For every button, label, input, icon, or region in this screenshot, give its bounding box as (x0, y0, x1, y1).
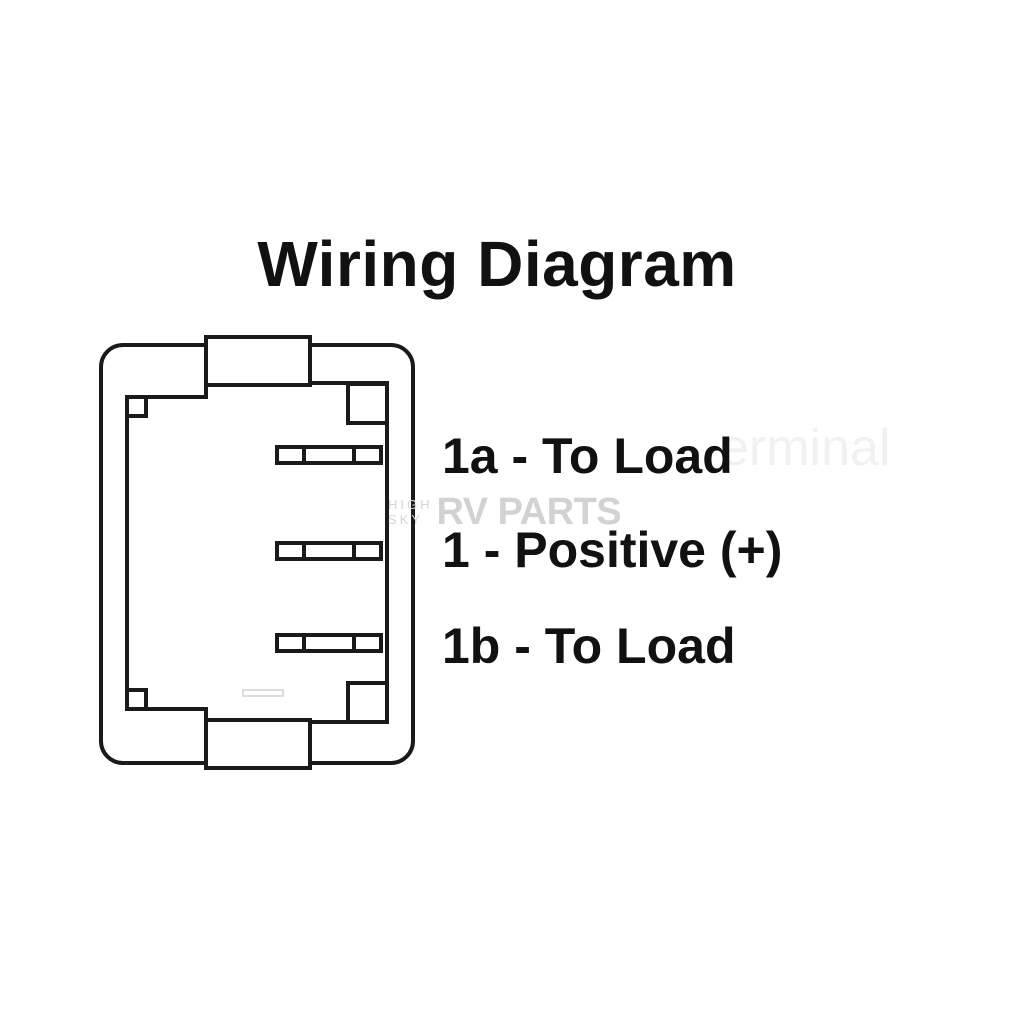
page-title: Wiring Diagram (257, 228, 737, 300)
terminal-label-1: 1 - Positive (+) (442, 522, 783, 578)
watermark-brand: RV PARTS (436, 491, 622, 533)
watermark-logo: HIGH SKY RV PARTS (388, 491, 622, 533)
corner-square-bottom-left (125, 688, 148, 711)
terminal-blade-1a (275, 445, 383, 465)
corner-square-bottom-right (346, 681, 389, 724)
top-tab (204, 335, 312, 387)
watermark-line2: SKY (388, 512, 424, 527)
faint-mark (242, 689, 284, 697)
corner-square-top-left (125, 395, 148, 418)
bottom-tab (204, 718, 312, 770)
faded-background-text: erminal (720, 419, 891, 477)
terminal-blade-1 (275, 541, 383, 561)
terminal-label-1b: 1b - To Load (442, 618, 736, 674)
corner-square-top-right (346, 382, 389, 425)
watermark-line1: HIGH (388, 497, 433, 512)
terminal-blade-1b (275, 633, 383, 653)
terminal-label-1a: 1a - To Load (442, 428, 733, 484)
